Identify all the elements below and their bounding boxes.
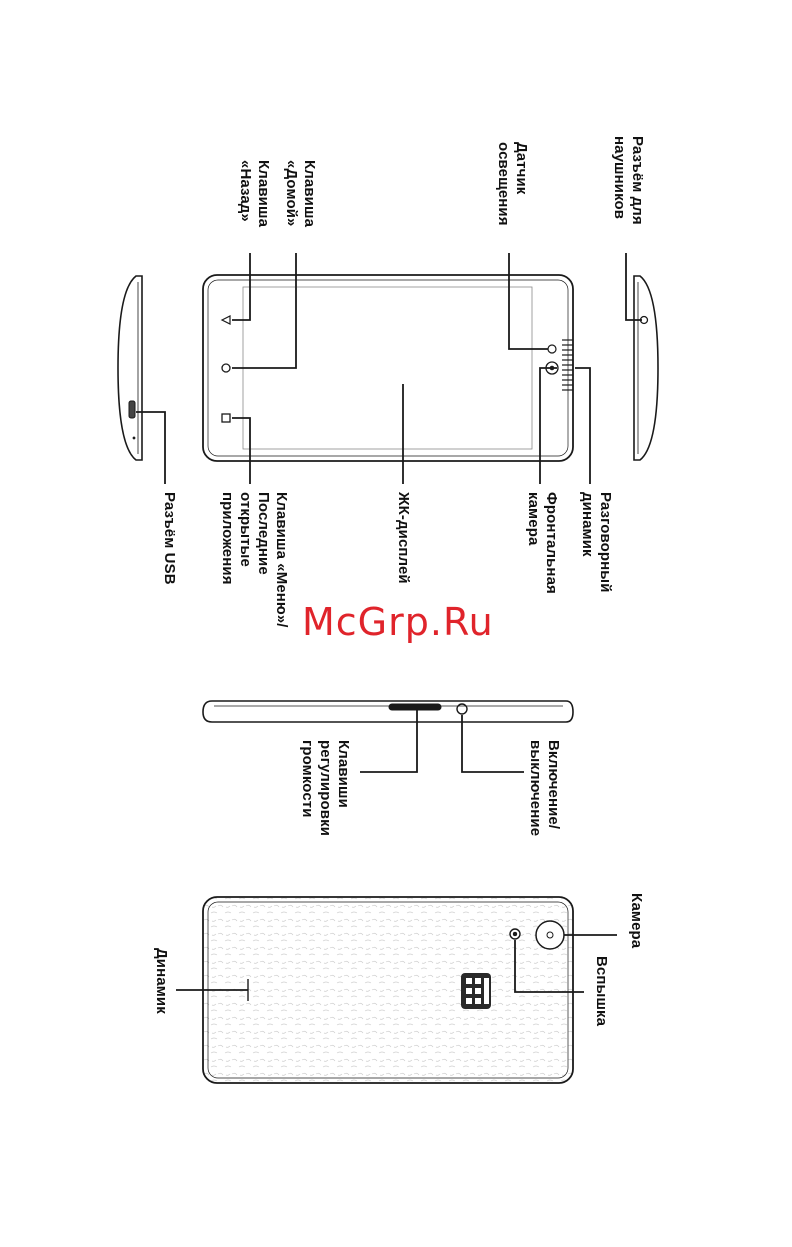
phone-back-view (203, 897, 573, 1083)
label-flash: Вспышка (592, 956, 610, 1026)
label-camera: Камера (627, 893, 645, 948)
phone-side-view (203, 701, 573, 722)
watermark: McGrp.Ru (302, 600, 494, 644)
brand-logo-icon (461, 973, 491, 1009)
label-home-key: Клавиша«Домой» (282, 160, 318, 227)
label-speaker: Динамик (152, 948, 170, 1014)
label-usb: Разъём USB (160, 492, 178, 585)
volume-rocker (389, 704, 441, 710)
label-lcd: ЖК-дисплей (394, 492, 412, 584)
rear-camera-icon (536, 921, 564, 949)
phone-bottom-edge (118, 276, 142, 460)
label-back-key: Клавиша«Назад» (236, 160, 272, 227)
usb-port-icon (129, 401, 135, 418)
phone-top-edge (634, 276, 658, 460)
label-power: Включение/выключение (526, 740, 562, 836)
